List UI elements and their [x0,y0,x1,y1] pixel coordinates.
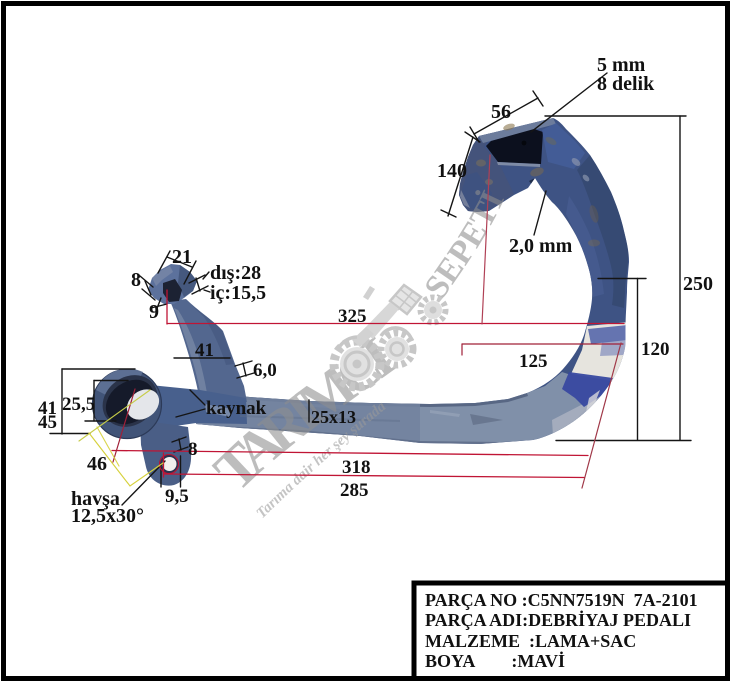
svg-text:PARÇA ADI:DEBRİYAJ PEDALI: PARÇA ADI:DEBRİYAJ PEDALI [425,610,691,630]
svg-text:dış:28: dış:28 [210,262,261,284]
svg-text:325: 325 [338,306,367,327]
svg-text:havşa: havşa [71,488,120,510]
svg-text:2,0 mm: 2,0 mm [509,235,573,257]
svg-text:46: 46 [87,453,107,475]
svg-text:25x13: 25x13 [311,407,356,427]
svg-text:8: 8 [131,269,141,291]
svg-text:21: 21 [172,246,192,268]
svg-text:8: 8 [188,439,198,460]
svg-text:120: 120 [641,339,670,360]
svg-text:12,5x30°: 12,5x30° [71,505,144,527]
svg-text:318: 318 [342,457,371,478]
svg-text:9,5: 9,5 [165,486,189,507]
svg-text:285: 285 [340,480,369,501]
svg-text:BOYA :MAVİ: BOYA :MAVİ [425,651,565,671]
svg-text:8 delik: 8 delik [597,73,655,95]
svg-text:MALZEME :LAMA+SAC: MALZEME :LAMA+SAC [425,631,636,651]
svg-text:45: 45 [38,412,57,433]
svg-text:PARÇA NO :C5NN7519N 7A-2101: PARÇA NO :C5NN7519N 7A-2101 [425,590,698,610]
svg-text:6,0: 6,0 [253,360,277,381]
svg-text:125: 125 [519,351,548,372]
svg-text:kaynak: kaynak [206,398,267,419]
svg-text:5 mm: 5 mm [597,54,646,76]
svg-text:9: 9 [149,301,159,323]
svg-text:iç:15,5: iç:15,5 [210,282,266,304]
svg-text:41: 41 [195,340,214,361]
svg-text:25,5: 25,5 [62,394,95,415]
svg-text:56: 56 [491,101,511,123]
svg-text:140: 140 [437,160,467,182]
svg-text:250: 250 [683,273,713,295]
svg-text:41: 41 [38,398,57,419]
